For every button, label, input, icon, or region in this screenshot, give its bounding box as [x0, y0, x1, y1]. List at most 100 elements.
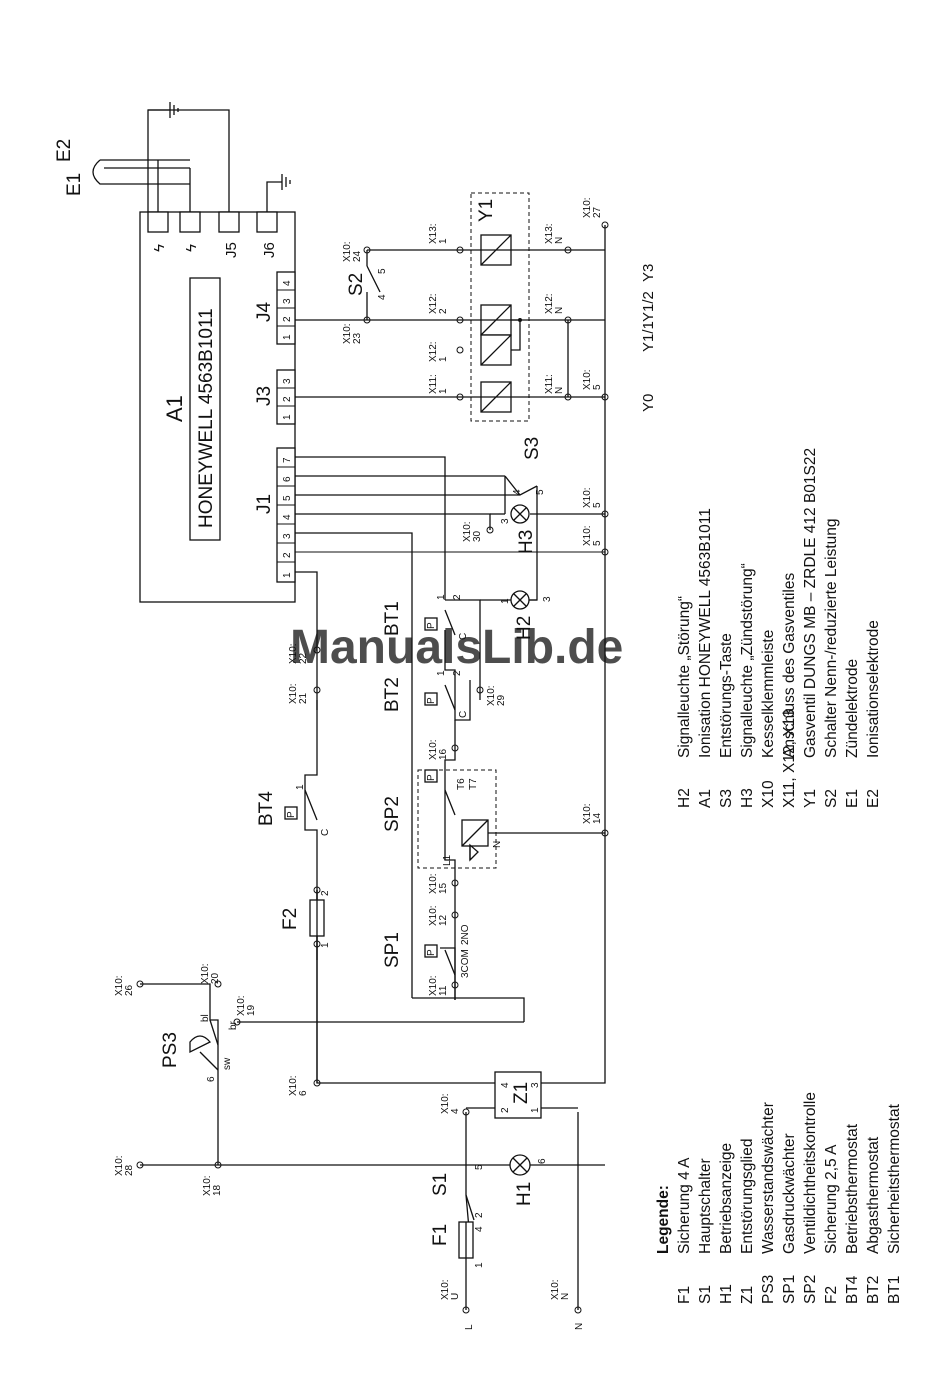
switch-s3: S3 4 5 [504, 437, 546, 496]
fuse-f1-label: F1 [430, 1224, 451, 1246]
legend-bottom-code-8: BT4 [844, 1275, 861, 1304]
fuse-f2: F2 2 1 [280, 890, 331, 948]
legend-top-desc-1: Ionisation HONEYWELL 4563B1011 [697, 508, 714, 758]
svg-text:2: 2 [320, 890, 331, 896]
legend-top-desc-7: Schalter Nenn-/reduzierte Leistung [823, 518, 840, 758]
svg-text:5: 5 [535, 489, 546, 495]
svg-text:3: 3 [282, 378, 293, 384]
svg-text:1: 1 [282, 414, 293, 420]
svg-text:5: 5 [377, 268, 388, 274]
svg-text:4: 4 [282, 280, 293, 286]
svg-text:T6: T6 [456, 778, 467, 790]
svg-text:X10:28: X10:28 [114, 1155, 135, 1176]
valve-y12-label: Y1/2 [640, 291, 657, 322]
legend-bottom-desc-1: Hauptschalter [697, 1158, 714, 1254]
svg-text:X10:5: X10:5 [582, 369, 603, 390]
lamp-h1: H1 6 [509, 1154, 548, 1206]
legend-bottom-desc-0: Sicherung 4 A [676, 1157, 693, 1254]
svg-text:X10:11: X10:11 [428, 975, 449, 996]
connector-j3: 1 2 3 J3 [254, 369, 296, 425]
svg-text:2: 2 [500, 1107, 511, 1113]
svg-text:7: 7 [282, 457, 293, 463]
legend-bottom-code-9: BT2 [865, 1276, 882, 1304]
svg-text:X10:19: X10:19 [236, 995, 257, 1016]
svg-text:X10:14: X10:14 [582, 803, 603, 824]
lamp-h1-label: H1 [514, 1182, 535, 1206]
legend-top-code-4: X10 [760, 780, 777, 808]
svg-text:br: br [228, 1020, 239, 1030]
thermostat-bt1: BT1 P C 1 2 [382, 594, 469, 640]
legend-top-code-9: E2 [865, 789, 882, 808]
legend-top-desc-9: Ionisationselektrode [865, 620, 882, 758]
svg-text:sw: sw [222, 1057, 233, 1070]
svg-text:2: 2 [282, 552, 293, 558]
svg-text:X12:2: X12:2 [428, 293, 449, 314]
water-level-ps3: PS3 6 sw bl br [160, 1014, 239, 1082]
connector-j1: 1 2 3 4 5 6 7 J1 [254, 447, 296, 583]
svg-text:P: P [426, 697, 437, 704]
electrodes: E1 E2 [54, 102, 291, 212]
legend-bottom-desc-2: Betriebsanzeige [718, 1143, 735, 1254]
svg-text:1: 1 [436, 594, 447, 600]
svg-text:2: 2 [282, 316, 293, 322]
gas-valve-y1: Y1 [470, 192, 530, 422]
legend-top-desc-3: Signalleuchte „Zündstörung“ [739, 563, 756, 758]
main-switch-s1-label: S1 [430, 1173, 451, 1196]
thermostat-bt4: BT4 P C 1 [256, 784, 331, 836]
controller-ref-label: A1 [162, 395, 187, 422]
svg-text:3: 3 [282, 533, 293, 539]
lamp-h3-label: H3 [516, 530, 537, 554]
controller-a1: A1 HONEYWELL 4563B1011 ϟ ϟ J5 J6 [139, 211, 296, 603]
svg-text:ϟ: ϟ [183, 244, 200, 252]
watermark: ManualsLib.de [290, 621, 623, 674]
svg-text:X10:27: X10:27 [582, 197, 603, 218]
valve-y11-label: Y1/1 [640, 321, 657, 352]
svg-text:X12:N: X12:N [544, 293, 565, 314]
svg-text:T7: T7 [468, 778, 479, 790]
thermostat-bt2-label: BT2 [382, 677, 403, 712]
terminal-markers [136, 221, 609, 1314]
svg-text:C: C [320, 829, 331, 836]
legend-bottom-code-10: BT1 [886, 1276, 903, 1304]
legend-heading: Legende: [655, 1185, 672, 1254]
svg-text:1: 1 [474, 1262, 485, 1268]
connector-j3-label: J3 [254, 386, 275, 406]
legend-bottom-code-2: H1 [718, 1284, 735, 1304]
connector-j5-label: J5 [223, 242, 240, 258]
switch-s2-label: S2 [346, 273, 367, 296]
svg-text:1: 1 [500, 598, 511, 604]
svg-text:X11:N: X11:N [544, 374, 565, 394]
svg-text:X10:18: X10:18 [202, 1175, 223, 1196]
svg-text:X13:1: X13:1 [428, 223, 449, 244]
wiring [140, 225, 606, 1310]
valve-y0-label: Y0 [640, 394, 657, 412]
svg-text:X10:26: X10:26 [114, 975, 135, 996]
svg-text:P: P [286, 811, 297, 818]
svg-text:X10:6: X10:6 [288, 1075, 309, 1096]
connector-j6-label: J6 [261, 242, 278, 258]
svg-text:P: P [426, 774, 437, 781]
thermostat-bt2: BT2 P C 1 2 [382, 670, 469, 718]
thermostat-bt4-label: BT4 [256, 791, 277, 826]
filter-z1-label: Z1 [511, 1082, 532, 1104]
legend-top-desc-0: Signalleuchte „Störung“ [676, 596, 693, 758]
valve-check-sp2-label: SP2 [382, 796, 403, 832]
legend-bottom-code-3: Z1 [739, 1286, 756, 1304]
svg-text:X10:21: X10:21 [288, 683, 309, 704]
legend-top-code-5: X11, X12, X13 [781, 709, 798, 808]
svg-text:X10:16: X10:16 [428, 739, 449, 760]
legend-bottom-desc-9: Abgasthermostat [865, 1136, 882, 1254]
electrode-e2-label: E2 [54, 139, 75, 162]
svg-text:bl: bl [200, 1014, 211, 1022]
lamp-h2-label: H2 [514, 616, 535, 640]
legend-top-code-7: S2 [823, 789, 840, 808]
legend-bottom-code-0: F1 [676, 1286, 693, 1304]
svg-text:C: C [458, 633, 469, 640]
svg-text:C: C [458, 711, 469, 718]
legend-bottom-desc-8: Betriebsthermostat [844, 1123, 861, 1254]
svg-text:X10:12: X10:12 [428, 905, 449, 926]
